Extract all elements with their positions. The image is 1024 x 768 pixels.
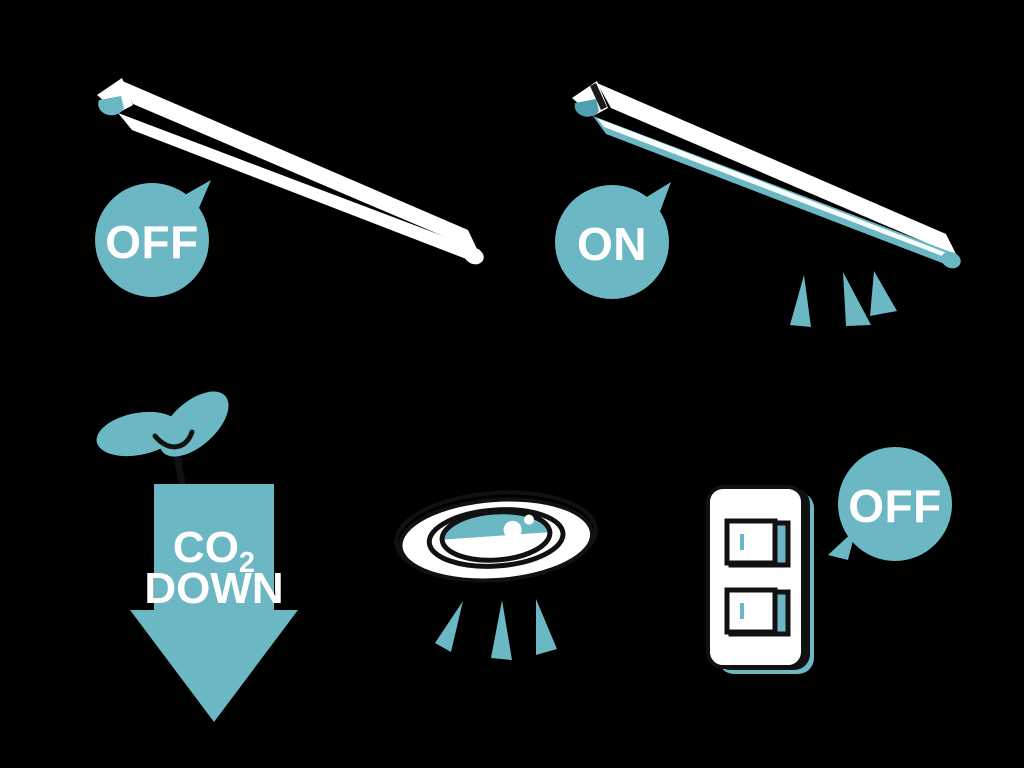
light-ray-icon [536, 599, 557, 655]
bubble-label-off-tube: OFF [105, 216, 198, 268]
panel-fluorescent-on: ON [555, 81, 964, 327]
panel-fluorescent-off: OFF [95, 78, 487, 297]
panel-downlight [393, 486, 599, 660]
rocker-indicator-icon [740, 603, 744, 619]
light-ray-icon [870, 271, 897, 316]
rocker-face [724, 518, 778, 566]
rocker-face [724, 587, 778, 635]
downlight-lamp-outline [439, 509, 553, 563]
bubble-label-on-tube: ON [577, 218, 647, 270]
panel-co2-down: CO2 DOWN [96, 391, 298, 722]
downlight-icon[interactable] [393, 486, 599, 587]
light-ray-icon [435, 601, 463, 652]
light-rays-group-downlight [435, 599, 557, 660]
status-bubble-off-tube[interactable]: OFF [95, 180, 211, 297]
co2-subscript: 2 [239, 547, 255, 579]
light-ray-icon [491, 600, 512, 660]
status-bubble-on-tube[interactable]: ON [555, 182, 671, 299]
sprout-leaf-icon [96, 411, 180, 457]
bubble-tail-icon [645, 182, 671, 217]
light-rays-group-tube [790, 271, 897, 327]
light-ray-icon [843, 272, 871, 326]
bubble-tail-icon [183, 180, 211, 215]
rocker-indicator-icon [740, 534, 744, 550]
bubble-body [838, 447, 952, 561]
bubble-body [95, 183, 209, 297]
lamp-highlight-dot [523, 514, 534, 525]
bubble-body [555, 185, 669, 299]
sprout-leaf-icon [159, 391, 229, 457]
status-bubble-switch[interactable]: OFF [828, 447, 952, 561]
lamp-highlight-dot [503, 520, 522, 539]
co2-label-group: CO2 [173, 523, 255, 579]
leaf-vein-icon [152, 429, 195, 450]
down-arrow-icon [130, 484, 298, 722]
co2-label: CO [173, 523, 239, 572]
down-label: DOWN [144, 564, 283, 613]
bubble-label-switch: OFF [848, 480, 941, 532]
switch-faceplate [706, 485, 805, 669]
switch-rocker-2[interactable] [724, 587, 791, 637]
light-switch-icon[interactable] [706, 485, 814, 674]
light-ray-icon [790, 275, 811, 327]
panel-light-switch: OFF [706, 447, 952, 674]
switch-rocker-1[interactable] [724, 518, 791, 568]
